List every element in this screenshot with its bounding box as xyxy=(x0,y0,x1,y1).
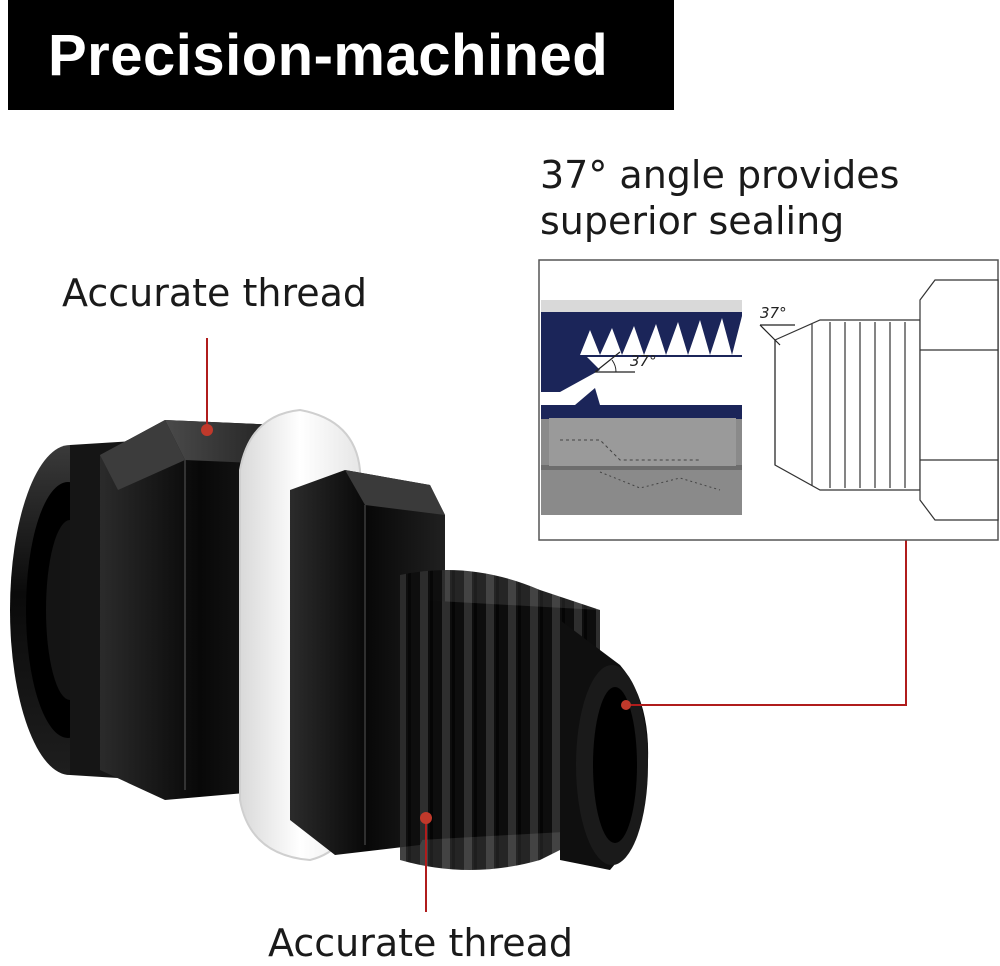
callout-lines xyxy=(201,338,907,912)
angle-caption-line-1: 37° angle provides xyxy=(540,153,900,197)
bottom-thread-callout-dot xyxy=(420,812,432,824)
male-flare-outline xyxy=(774,279,999,521)
angle-caption: 37° angle provides superior sealing xyxy=(540,152,899,244)
angle-callout-dot xyxy=(621,700,631,710)
bottom-thread-caption: Accurate thread xyxy=(268,921,574,965)
female-flare-section: 37° xyxy=(541,300,742,515)
title-banner: Precision-machined xyxy=(8,0,674,110)
page-title: Precision-machined xyxy=(48,22,609,88)
top-thread-callout-dot xyxy=(201,424,213,436)
angle-callout-line xyxy=(628,540,907,706)
bulkhead-fitting xyxy=(10,408,649,870)
angle-label-left: 37° xyxy=(630,352,657,370)
angle-caption-line-2: superior sealing xyxy=(540,199,845,243)
sealing-diagram: 37° 37° xyxy=(538,259,999,541)
top-thread-caption: Accurate thread xyxy=(62,271,368,315)
angle-label-right: 37° xyxy=(760,304,787,322)
